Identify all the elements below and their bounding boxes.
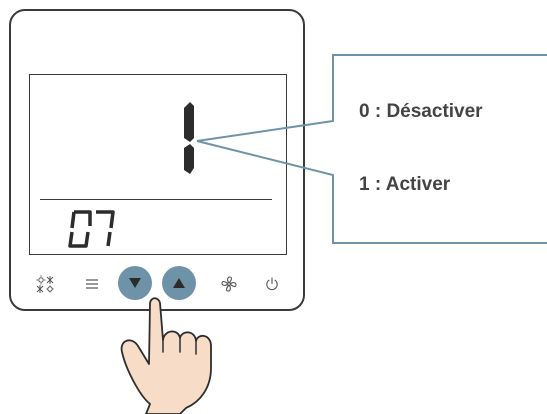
up-button[interactable] [162, 266, 196, 300]
sun-snowflake-icon [36, 275, 54, 293]
menu-icon [86, 279, 98, 289]
fan-icon [221, 276, 237, 292]
power-button[interactable] [261, 273, 283, 295]
triangle-up-icon [173, 278, 185, 288]
down-button[interactable] [118, 266, 152, 300]
fan-button[interactable] [218, 273, 240, 295]
mode-button[interactable] [34, 273, 56, 295]
callout-box-outline [196, 54, 547, 244]
parameter-digit-7 [96, 210, 115, 247]
menu-button[interactable] [82, 274, 102, 294]
power-icon [266, 277, 278, 291]
option-enable-label: 1 : Activer [359, 174, 451, 195]
main-value-digit [184, 102, 194, 174]
triangle-down-icon [129, 278, 141, 288]
lcd-divider [40, 199, 272, 200]
option-disable-label: 0 : Désactiver [359, 101, 483, 122]
parameter-digit-0 [68, 210, 92, 248]
